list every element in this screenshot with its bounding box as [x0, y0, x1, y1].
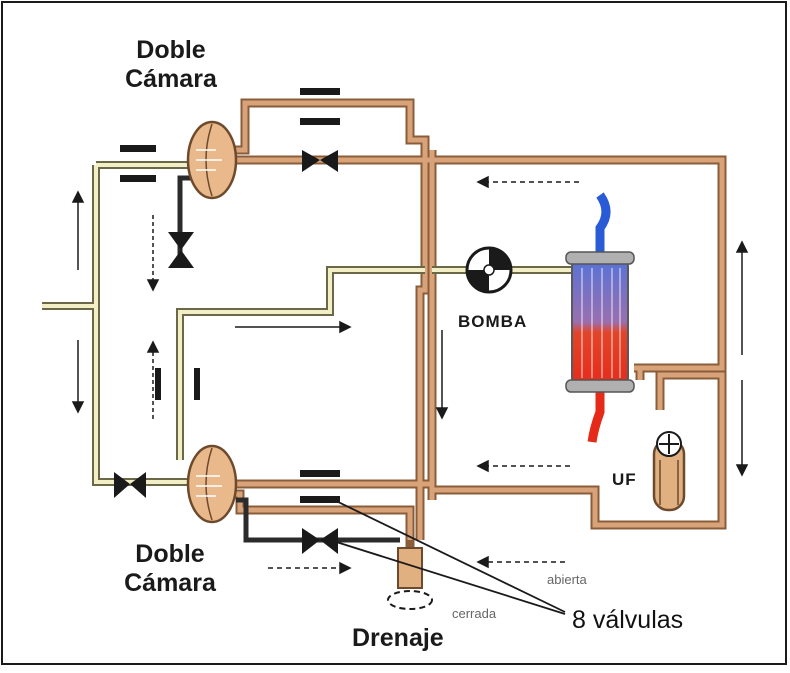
bottom-chamber-line2: Cámara [124, 569, 216, 597]
uf-pump-icon [652, 431, 686, 512]
valves-note-label: 8 válvulas [572, 606, 684, 634]
flow-arrow-icon [71, 175, 749, 575]
dialyzer-icon [565, 192, 635, 443]
valve-icon [168, 232, 194, 268]
valves-pointer-lines [329, 497, 566, 615]
open-state-label: abierta [547, 572, 587, 587]
drain-label: Drenaje [352, 624, 444, 652]
top-double-chamber [186, 120, 238, 200]
top-chamber-line1: Doble [136, 36, 206, 64]
dialysate-lines-fill [233, 100, 725, 540]
valve-icon [114, 472, 146, 498]
valve-icon [302, 150, 338, 172]
closed-state-label: cerrada [452, 606, 497, 621]
fresh-fluid-lines-fill [42, 163, 572, 484]
bottom-double-chamber [186, 444, 238, 524]
pump-icon [465, 246, 513, 294]
pump-label: BOMBA [458, 312, 528, 331]
valve-icon [302, 528, 338, 554]
uf-label: UF [612, 470, 637, 489]
top-chamber-label: Doble Cámara [116, 36, 226, 94]
bottom-chamber-line1: Doble [135, 540, 205, 568]
bottom-chamber-label: Doble Cámara [115, 540, 225, 598]
top-chamber-line2: Cámara [125, 65, 217, 93]
closed-valve-bars [120, 88, 340, 503]
